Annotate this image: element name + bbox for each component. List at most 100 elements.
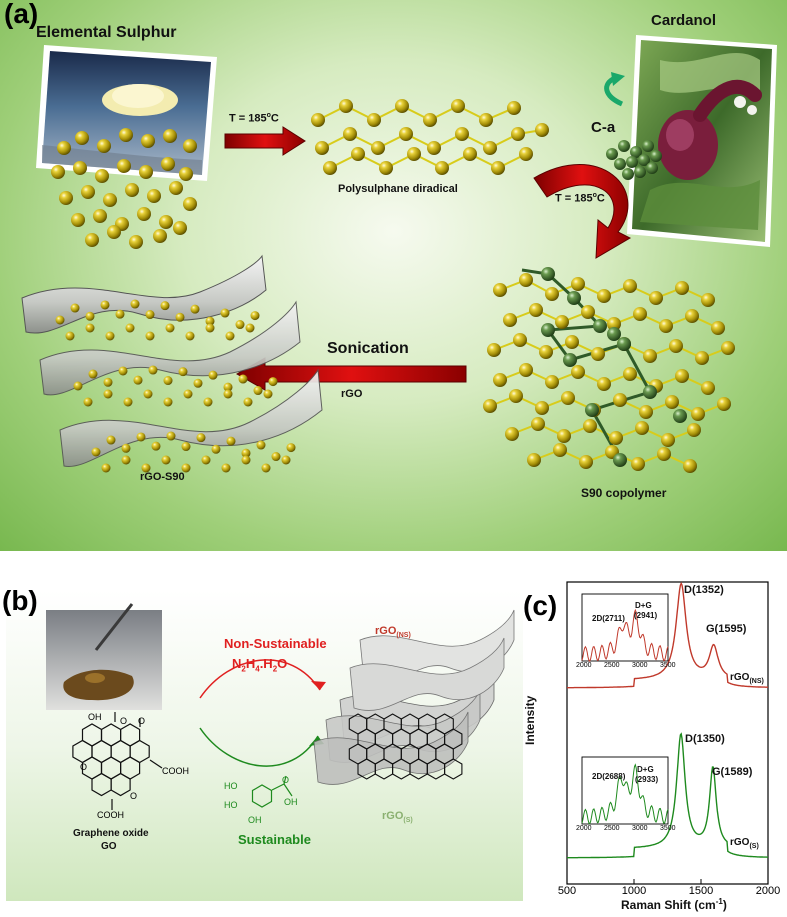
sulphur-atom xyxy=(85,323,95,333)
sulphur-atom xyxy=(669,339,683,353)
s90-copolymer-network xyxy=(483,267,735,473)
sulphur-atom xyxy=(55,315,65,325)
rgo-sheets-stack xyxy=(313,609,515,785)
go-o-label-1: O xyxy=(120,716,128,726)
sulphur-atom xyxy=(161,157,175,171)
cardanol-atom xyxy=(630,146,642,158)
sulphur-atom xyxy=(379,161,393,175)
cardanol-atom xyxy=(622,168,634,180)
carbon-atom xyxy=(607,327,621,341)
sonication-arrow xyxy=(235,357,467,391)
cardanol-atom xyxy=(634,166,646,178)
sulphur-atom xyxy=(51,165,65,179)
sulphur-atom xyxy=(121,443,131,453)
sulphur-atom xyxy=(235,320,245,330)
sulphur-atom xyxy=(565,335,579,349)
hexagon-ring xyxy=(251,784,273,808)
sulphur-atom xyxy=(181,463,191,473)
sulphur-atom xyxy=(179,167,193,181)
go-oh-label: OH xyxy=(88,712,102,722)
sulphur-atom xyxy=(75,131,89,145)
temp-label-2: T = 185oC xyxy=(555,192,605,205)
sulphur-atom xyxy=(581,305,595,319)
sulphur-atom xyxy=(531,417,545,431)
sulphur-atom xyxy=(57,141,71,155)
go-cooh-label-2: COOH xyxy=(97,810,124,820)
sulphur-atom xyxy=(268,377,278,387)
inset-tick-label: 2500 xyxy=(604,825,620,832)
sulphur-atom xyxy=(509,389,523,403)
inset-s-dg-value: (2933) xyxy=(635,775,659,784)
sulphur-atom xyxy=(130,299,140,309)
ga-o-label: O xyxy=(282,775,290,785)
sulphur-atom xyxy=(639,405,653,419)
x-tick-label: 1000 xyxy=(621,885,647,897)
heat-arrow-1 xyxy=(224,126,306,156)
sulphur-atom xyxy=(339,99,353,113)
sulphur-atom xyxy=(190,304,200,314)
sulphur-atom xyxy=(513,333,527,347)
sulphur-atom xyxy=(208,370,218,380)
cardanol-photo xyxy=(627,35,777,247)
sulphur-atom xyxy=(101,463,111,473)
cardanol-atom xyxy=(638,154,650,166)
sulphur-atom xyxy=(160,301,170,311)
sulphur-atom xyxy=(121,455,131,465)
panel-b-label: (b) xyxy=(2,585,38,616)
carbon-atom xyxy=(613,453,627,467)
sustainable-arrow xyxy=(199,727,319,767)
sulphur-atom xyxy=(105,331,115,341)
sulphur-atom xyxy=(261,463,271,473)
sulphur-atom xyxy=(701,381,715,395)
sulphur-atom xyxy=(583,419,597,433)
sulphur-atom xyxy=(493,283,507,297)
sulphur-atom xyxy=(579,455,593,469)
sulphur-atom xyxy=(545,375,559,389)
panel-a-label: (a) xyxy=(4,0,39,29)
sulphur-atom xyxy=(243,397,253,407)
sulphur-atom xyxy=(597,377,611,391)
gallic-acid-structure xyxy=(251,775,293,808)
sulphur-atom xyxy=(557,429,571,443)
rgo-s90-atoms xyxy=(55,299,296,473)
non-sustainable-label: Non-Sustainable xyxy=(224,636,327,651)
ga-oh2-label: OH xyxy=(284,797,298,807)
sulphur-atom xyxy=(643,349,657,363)
sulphur-atom xyxy=(649,291,663,305)
carbon-atom xyxy=(541,323,555,337)
sulphur-atom xyxy=(555,315,569,329)
carbon-atom xyxy=(541,267,555,281)
inset-tick-label: 2500 xyxy=(604,662,620,669)
sulphur-atom xyxy=(166,431,176,441)
sulphur-atom xyxy=(529,303,543,317)
inset-s-dg-label: D+G xyxy=(637,765,654,774)
sulphur-atom xyxy=(163,397,173,407)
sulphur-atom xyxy=(323,161,337,175)
carbon-atom xyxy=(567,291,581,305)
inset-tick-label: 3500 xyxy=(660,825,676,832)
cardanol-atom xyxy=(646,162,658,174)
sulphur-atom xyxy=(103,377,113,387)
sulphur-atom xyxy=(173,221,187,235)
x-tick-label: 500 xyxy=(557,885,577,897)
inset-ns-line xyxy=(581,608,669,663)
inset-ns-2d-label: 2D(2711) xyxy=(592,614,625,623)
sulphur-atom xyxy=(701,293,715,307)
carbon-atom xyxy=(585,403,599,417)
hexagon-ring xyxy=(110,772,131,797)
sulphur-atom xyxy=(451,99,465,113)
ga-oh-label: OH xyxy=(248,815,262,825)
inset-tick-label: 2000 xyxy=(576,825,592,832)
sulphur-atom xyxy=(178,367,188,377)
sulphur-atom xyxy=(165,323,175,333)
sulphur-atom xyxy=(145,331,155,341)
sulphur-atom xyxy=(65,331,75,341)
sulphur-atom xyxy=(281,455,291,465)
sulphur-atom xyxy=(148,365,158,375)
sulphur-atom xyxy=(153,229,167,243)
sulphur-atom xyxy=(193,378,203,388)
sulphur-atom xyxy=(133,375,143,385)
sulphur-atom xyxy=(367,113,381,127)
sulphur-atom xyxy=(571,277,585,291)
sulphur-atom xyxy=(609,431,623,445)
